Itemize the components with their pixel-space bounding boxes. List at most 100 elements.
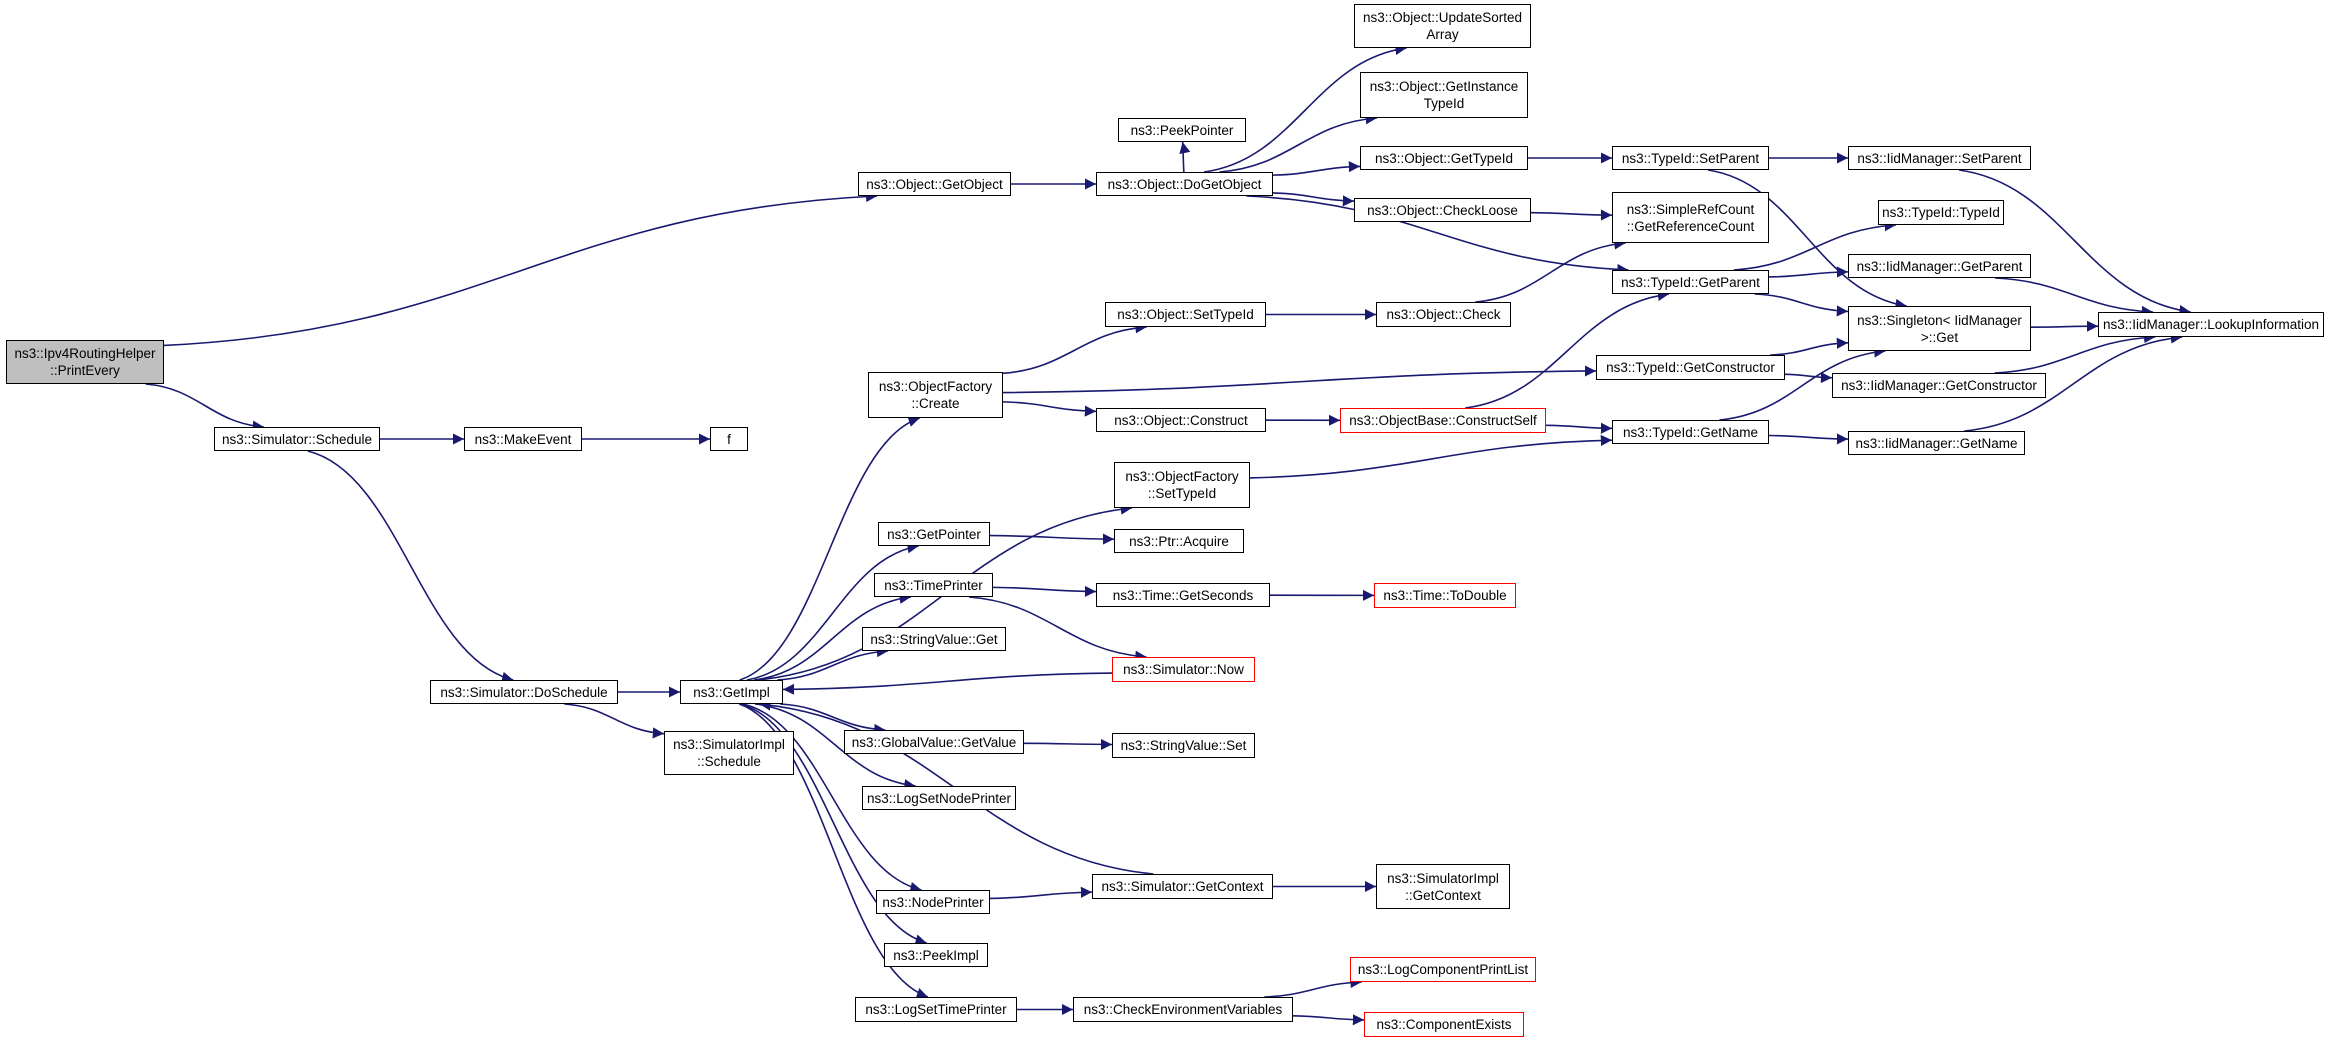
edge-root-to-sim-schedule	[145, 383, 265, 432]
edge-tid-getname-to-singleton-get	[1719, 346, 1886, 421]
node-simimpl-getcontext[interactable]: ns3::SimulatorImpl ::GetContext	[1376, 864, 1510, 909]
edge-getimpl-to-timeprinter	[754, 592, 911, 681]
node-updatesortedarray[interactable]: ns3::Object::UpdateSorted Array	[1354, 4, 1531, 48]
edge-iid-getname-to-lookupinformation	[1964, 332, 2183, 432]
node-tid-setparent[interactable]: ns3::TypeId::SetParent	[1612, 146, 1769, 170]
edge-getimpl-to-globalvalue-getvalue	[780, 703, 886, 735]
node-iid-getname[interactable]: ns3::IidManager::GetName	[1848, 431, 2025, 455]
edge-getimpl-to-peekimpl	[740, 703, 927, 946]
edge-timeprinter-to-time-getseconds	[992, 585, 1097, 598]
edge-tid-setparent-to-singleton-get	[1707, 169, 1907, 310]
node-getreferencecount[interactable]: ns3::SimpleRefCount ::GetReferenceCount	[1612, 192, 1769, 243]
node-lookupinformation[interactable]: ns3::IidManager::LookupInformation	[2098, 312, 2324, 337]
edge-getpointer-to-ptr-acquire	[989, 533, 1115, 545]
node-constructself[interactable]: ns3::ObjectBase::ConstructSelf	[1340, 408, 1546, 433]
node-sim-schedule[interactable]: ns3::Simulator::Schedule	[214, 427, 380, 451]
node-sim-now[interactable]: ns3::Simulator::Now	[1112, 657, 1255, 682]
edge-iid-getparent-to-lookupinformation	[1995, 277, 2154, 318]
node-iid-getconstructor[interactable]: ns3::IidManager::GetConstructor	[1832, 373, 2046, 398]
node-logsetnodeprinter[interactable]: ns3::LogSetNodePrinter	[862, 786, 1016, 810]
edge-sim-now-to-getimpl	[782, 672, 1113, 695]
node-iid-setparent[interactable]: ns3::IidManager::SetParent	[1848, 146, 2031, 170]
node-getinstancetypeid[interactable]: ns3::Object::GetInstance TypeId	[1360, 72, 1528, 118]
edge-getimpl-to-getpointer	[746, 542, 919, 681]
node-sim-doschedule[interactable]: ns3::Simulator::DoSchedule	[430, 680, 618, 704]
edge-dogetobject-to-tid-getparent	[1246, 195, 1629, 276]
edge-checkenvvars-to-componentexists	[1292, 1014, 1365, 1026]
node-checkenvvars[interactable]: ns3::CheckEnvironmentVariables	[1073, 997, 1293, 1022]
edge-root-to-getobject	[163, 190, 878, 347]
node-objectfactory-settypeid[interactable]: ns3::ObjectFactory ::SetTypeId	[1114, 462, 1250, 508]
edge-tid-getparent-to-singleton-get	[1754, 293, 1849, 317]
edge-objectfactory-settypeid-to-tid-getname	[1249, 434, 1613, 479]
edge-sim-schedule-to-sim-doschedule	[307, 450, 514, 683]
node-objectfactory-create[interactable]: ns3::ObjectFactory ::Create	[868, 372, 1003, 418]
edge-tid-getconstructor-to-singleton-get	[1770, 337, 1849, 356]
edge-getimpl-to-logsetnodeprinter	[754, 703, 916, 791]
edge-tid-getparent-to-iid-getparent	[1768, 266, 1849, 278]
node-getobject[interactable]: ns3::Object::GetObject	[858, 172, 1011, 196]
edge-constructself-to-tid-getparent	[1465, 289, 1670, 409]
node-sim-getcontext[interactable]: ns3::Simulator::GetContext	[1092, 874, 1273, 899]
node-iid-getparent[interactable]: ns3::IidManager::GetParent	[1848, 254, 2031, 278]
edge-dogetobject-to-getinstancetypeid	[1219, 113, 1378, 173]
edge-checkenvvars-to-logcomponentprintlist	[1264, 976, 1362, 998]
edge-iid-setparent-to-lookupinformation	[1958, 169, 2191, 317]
node-getimpl[interactable]: ns3::GetImpl	[680, 680, 783, 704]
edge-globalvalue-getvalue-to-stringvalue-set	[1023, 738, 1113, 751]
node-componentexists[interactable]: ns3::ComponentExists	[1364, 1012, 1524, 1037]
node-time-getseconds[interactable]: ns3::Time::GetSeconds	[1096, 583, 1270, 607]
edge-getimpl-to-nodeprinter	[742, 703, 922, 893]
edge-singleton-get-to-lookupinformation	[2030, 320, 2099, 332]
node-getpointer[interactable]: ns3::GetPointer	[878, 522, 990, 546]
node-checkloose[interactable]: ns3::Object::CheckLoose	[1354, 198, 1531, 222]
edge-dogetobject-to-checkloose	[1272, 192, 1355, 207]
node-f[interactable]: f	[710, 427, 748, 451]
edge-checkloose-to-getreferencecount	[1530, 209, 1613, 221]
node-peekimpl[interactable]: ns3::PeekImpl	[884, 943, 988, 967]
node-tid-getparent[interactable]: ns3::TypeId::GetParent	[1612, 270, 1769, 294]
edge-iid-getconstructor-to-lookupinformation	[1994, 331, 2156, 374]
edge-nodeprinter-to-sim-getcontext	[989, 886, 1093, 900]
edge-constructself-to-tid-getname	[1545, 422, 1613, 434]
node-nodeprinter[interactable]: ns3::NodePrinter	[876, 890, 990, 914]
edge-tid-getparent-to-tid-typeid	[1733, 220, 1896, 271]
node-time-todouble[interactable]: ns3::Time::ToDouble	[1374, 583, 1516, 608]
node-timeprinter[interactable]: ns3::TimePrinter	[874, 573, 993, 597]
edge-objectfactory-create-to-obj-settypeid	[1002, 322, 1147, 375]
node-tid-getconstructor[interactable]: ns3::TypeId::GetConstructor	[1596, 355, 1785, 380]
edge-sim-doschedule-to-simimpl-schedule	[564, 703, 665, 739]
edge-timeprinter-to-sim-now	[968, 596, 1147, 662]
node-obj-construct[interactable]: ns3::Object::Construct	[1096, 408, 1266, 432]
edge-getimpl-to-stringvalue-get	[777, 646, 889, 681]
node-obj-settypeid[interactable]: ns3::Object::SetTypeId	[1105, 302, 1266, 327]
node-peekpointer[interactable]: ns3::PeekPointer	[1118, 118, 1246, 142]
edge-objectfactory-create-to-tid-getconstructor	[1002, 365, 1597, 394]
node-stringvalue-get[interactable]: ns3::StringValue::Get	[862, 627, 1006, 651]
edge-objectfactory-create-to-obj-construct	[1002, 401, 1097, 417]
node-globalvalue-getvalue[interactable]: ns3::GlobalValue::GetValue	[844, 730, 1024, 754]
node-logcomponentprintlist[interactable]: ns3::LogComponentPrintList	[1350, 957, 1536, 982]
node-root[interactable]: ns3::Ipv4RoutingHelper ::PrintEvery	[6, 340, 164, 384]
edge-dogetobject-to-updatesortedarray	[1203, 43, 1407, 173]
edge-dogetobject-to-obj-gettypeid	[1272, 161, 1361, 176]
edge-tid-getconstructor-to-iid-getconstructor	[1784, 371, 1833, 384]
edge-obj-check-to-getreferencecount	[1475, 238, 1626, 303]
edge-dogetobject-to-peekpointer	[1179, 141, 1191, 173]
node-tid-typeid[interactable]: ns3::TypeId::TypeId	[1878, 200, 2004, 225]
node-makeevent[interactable]: ns3::MakeEvent	[464, 427, 582, 451]
node-obj-gettypeid[interactable]: ns3::Object::GetTypeId	[1360, 146, 1528, 170]
node-singleton-get[interactable]: ns3::Singleton< IidManager >::Get	[1848, 306, 2031, 351]
node-obj-check[interactable]: ns3::Object::Check	[1376, 302, 1511, 327]
edge-tid-getname-to-iid-getname	[1768, 433, 1849, 445]
node-logsettimeprinter[interactable]: ns3::LogSetTimePrinter	[855, 997, 1017, 1022]
node-tid-getname[interactable]: ns3::TypeId::GetName	[1612, 420, 1769, 444]
node-simimpl-schedule[interactable]: ns3::SimulatorImpl ::Schedule	[664, 731, 794, 775]
node-dogetobject[interactable]: ns3::Object::DoGetObject	[1096, 172, 1273, 196]
node-stringvalue-set[interactable]: ns3::StringValue::Set	[1112, 733, 1255, 758]
node-ptr-acquire[interactable]: ns3::Ptr::Acquire	[1114, 529, 1244, 553]
edge-getimpl-to-logsettimeprinter	[738, 703, 929, 999]
edge-getimpl-to-objectfactory-create	[739, 416, 920, 681]
